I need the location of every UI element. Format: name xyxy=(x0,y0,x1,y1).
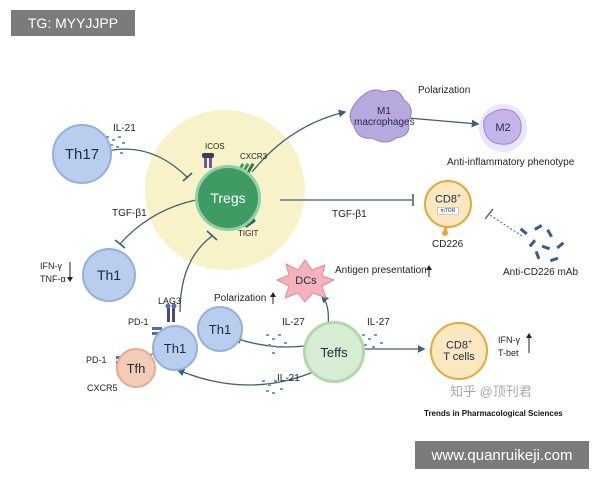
anti-cd226-inhibit-bar xyxy=(484,208,494,220)
th1-lag3-cell: Th1 xyxy=(152,325,198,371)
tfh-cell: Tfh xyxy=(116,348,156,388)
teffs-cell: Teffs xyxy=(303,321,365,383)
cd8-bottom-label-wrap: CD8+ xyxy=(446,339,472,352)
tregs-cell: Tregs xyxy=(195,165,261,231)
down-arrow-icon xyxy=(67,262,73,282)
cd8-top-sup: + xyxy=(456,192,462,200)
tnfa-left-label: TNF-α xyxy=(40,274,66,284)
il27-right-label: IL-27 xyxy=(367,317,390,328)
th17-inhibit-bar xyxy=(182,172,193,182)
th1-mid-label: Th1 xyxy=(208,321,232,337)
th1-lag3-label: Th1 xyxy=(163,340,187,356)
m2-cell: M2 xyxy=(490,118,516,138)
tgfb1-right-label: TGF-β1 xyxy=(332,209,367,220)
cxcr3-label: CXCR3 xyxy=(240,152,268,161)
cd8-bottom-label: CD8 xyxy=(445,339,468,352)
tgfb-left-inhibit-line xyxy=(119,199,197,245)
cd8-top-cell: CD8+ mTOR xyxy=(424,180,472,228)
m1-cell: M1 macrophages xyxy=(354,96,415,138)
tregs-label: Tregs xyxy=(210,190,246,206)
anti-cd226-antibody-icon xyxy=(519,224,565,263)
watermark-bottom-text: www.quanruikeji.com xyxy=(431,446,573,464)
il21-bottom-dots xyxy=(262,380,283,394)
watermark-top-banner: TG: MYYJJPP xyxy=(11,10,135,36)
th17-inhibit-line xyxy=(102,148,189,179)
anti-cd226-dotted-line xyxy=(489,214,523,237)
journal-label: Trends in Pharmacological Sciences xyxy=(424,409,563,418)
m2-label: M2 xyxy=(495,122,511,134)
tregs-to-m1-arrow xyxy=(251,109,347,173)
th1-to-tregs-inhibit-bar xyxy=(206,230,218,241)
cd8-bottom-sup: + xyxy=(467,338,473,346)
dcs-label: DCs xyxy=(295,275,317,287)
zhihu-watermark: 知乎 @顶刊君 xyxy=(450,384,532,399)
icos-label: ICOS xyxy=(205,142,225,151)
ifng-right-label: IFN-γ xyxy=(498,335,520,345)
cd8-bottom-cell: CD8+ T cells xyxy=(430,322,488,380)
up-arrow-icon xyxy=(426,265,432,277)
up-arrow-icon xyxy=(526,333,532,353)
tgfb1-left-label: TGF-β1 xyxy=(112,208,147,219)
m1-label: M1 macrophages xyxy=(354,106,415,128)
ifng-left-label: IFN-γ xyxy=(40,261,62,271)
tfh-label: Tfh xyxy=(126,360,146,376)
tbet-label: T-bet xyxy=(498,348,519,358)
dc-cell-shape xyxy=(275,259,336,303)
th1-to-tregs-inhibit-line xyxy=(179,235,213,313)
th1-left-label: Th1 xyxy=(96,267,122,283)
il27-right-dots xyxy=(362,334,383,348)
tgfb-left-inhibit-bar xyxy=(114,239,126,249)
anti-inflammatory-label: Anti-inflammatory phenotype xyxy=(447,157,575,168)
th1-mid-cell: Th1 xyxy=(197,306,243,352)
m1-to-m2-arrow xyxy=(407,117,480,128)
cd226-label: CD226 xyxy=(432,239,464,250)
m1-macrophage-shape xyxy=(349,89,412,143)
il27-left-label: IL-27 xyxy=(282,317,305,328)
il21-top-label: IL-21 xyxy=(113,123,136,134)
tigit-label: TIGIT xyxy=(238,229,259,238)
il21-bottom-label: IL-21 xyxy=(277,373,300,384)
cd8-top-label: CD8 xyxy=(434,193,457,206)
mtor-label: mTOR xyxy=(436,207,460,216)
antigen-presentation-label: Antigen presentation xyxy=(335,265,427,276)
teffs-to-th1-lag3-arrow xyxy=(176,368,319,386)
polarization-mid-label: Polarization xyxy=(214,293,267,304)
cxcr5-label: CXCR5 xyxy=(87,383,118,393)
th1-left-cell: Th1 xyxy=(82,248,136,302)
il27-left-dots xyxy=(266,334,287,354)
watermark-top-text: TG: MYYJJPP xyxy=(27,15,119,31)
m2-macrophage-shape xyxy=(483,108,522,145)
cd8-bottom-line2: T cells xyxy=(443,351,475,364)
dcs-cell: DCs xyxy=(291,271,321,291)
icos-receptor-icon xyxy=(202,153,214,168)
watermark-bottom-banner: www.quanruikeji.com xyxy=(415,441,589,469)
lag3-receptor-icon xyxy=(165,303,177,322)
polarization-top-label: Polarization xyxy=(418,85,471,96)
cd8-top-label-wrap: CD8+ xyxy=(435,193,461,206)
th17-cell: Th17 xyxy=(52,124,112,184)
pd1-b-label: PD-1 xyxy=(86,355,107,365)
pd1-a-label: PD-1 xyxy=(128,317,149,327)
teffs-label: Teffs xyxy=(320,344,348,360)
lag3-label: LAG3 xyxy=(158,296,182,306)
th17-label: Th17 xyxy=(64,145,100,163)
anti-cd226-label: Anti-CD226 mAb xyxy=(503,267,579,278)
up-arrow-icon xyxy=(270,292,276,304)
